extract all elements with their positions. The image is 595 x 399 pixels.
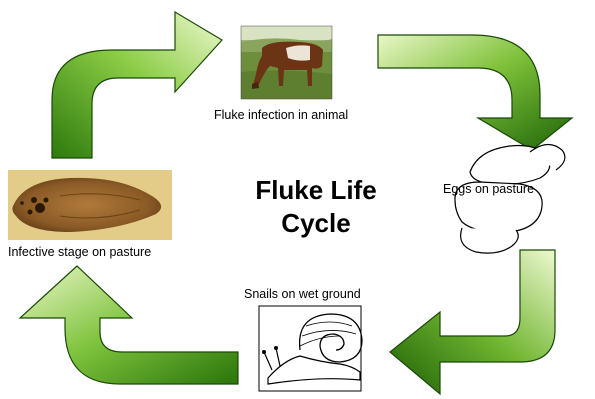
fluke-parasite-image [8,170,172,240]
stage-label-animal-infection: Fluke infection in animal [214,108,348,122]
stage-label-eggs: Eggs on pasture [443,182,534,196]
cycle-arrow-to-snail [390,250,555,394]
cow-grazing-image [241,26,332,99]
eggs-drawing [455,144,565,253]
stage-label-snails: Snails on wet ground [244,287,361,301]
cycle-arrow-to-eggs [378,35,572,150]
cycle-arrow-to-infective-stage [20,266,238,384]
diagram-title-line1: Fluke Life [236,175,396,206]
cycle-arrow-to-animal [52,12,222,158]
snail-drawing [259,306,362,391]
diagram-title-line2: Cycle [236,208,396,239]
stage-label-infective: Infective stage on pasture [8,245,151,259]
